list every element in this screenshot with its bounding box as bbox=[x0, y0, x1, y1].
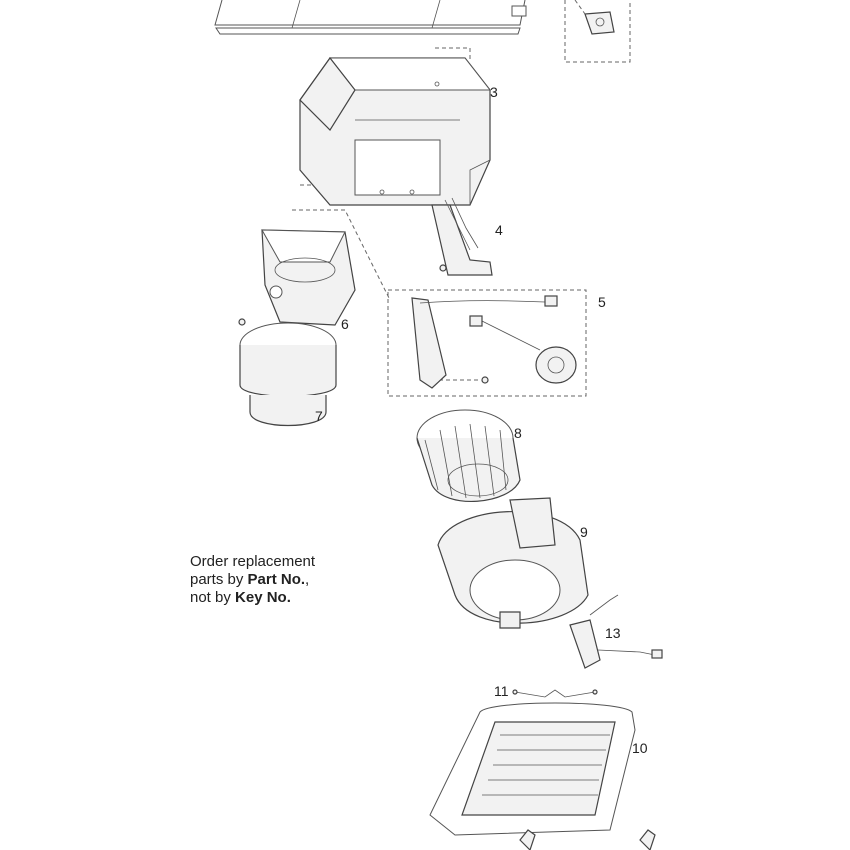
wire-harness bbox=[569, 594, 663, 669]
grille bbox=[429, 702, 656, 850]
blower-wheel bbox=[416, 409, 521, 503]
key-no-emphasis: Key No. bbox=[235, 589, 291, 606]
key-label-8: 8 bbox=[514, 425, 522, 441]
bracket-detail bbox=[564, 0, 631, 63]
key-label-13: 13 bbox=[605, 625, 621, 641]
order-note-punct: , bbox=[305, 571, 310, 588]
key-label-10: 10 bbox=[632, 740, 648, 756]
housing bbox=[299, 56, 492, 206]
key-label-3: 3 bbox=[490, 84, 498, 100]
key-label-5: 5 bbox=[598, 294, 606, 310]
order-note-text: parts by bbox=[190, 571, 248, 588]
key-label-9: 9 bbox=[580, 524, 588, 540]
order-note-line-2: parts by Part No., bbox=[190, 571, 390, 589]
order-note-line-3: not by Key No. bbox=[190, 589, 390, 607]
wiring-bracket bbox=[431, 197, 493, 276]
key-label-6: 6 bbox=[341, 316, 349, 332]
order-note: Order replacement parts by Part No., not… bbox=[190, 553, 390, 607]
mounting-frame bbox=[214, 0, 527, 35]
motor-assembly bbox=[387, 289, 587, 397]
key-label-7: 7 bbox=[315, 408, 323, 424]
key-labels: 3 4 5 6 7 8 9 13 11 10 bbox=[315, 84, 648, 756]
grille-springs bbox=[512, 689, 598, 698]
key-label-4: 4 bbox=[495, 222, 503, 238]
part-no-emphasis: Part No. bbox=[247, 571, 306, 588]
order-note-line-1: Order replacement bbox=[190, 553, 316, 570]
order-note-text: not by bbox=[190, 589, 236, 606]
duct-connector bbox=[238, 229, 356, 326]
key-label-11: 11 bbox=[494, 683, 509, 699]
round-duct-adapter bbox=[239, 322, 337, 426]
blower-housing bbox=[437, 497, 589, 629]
